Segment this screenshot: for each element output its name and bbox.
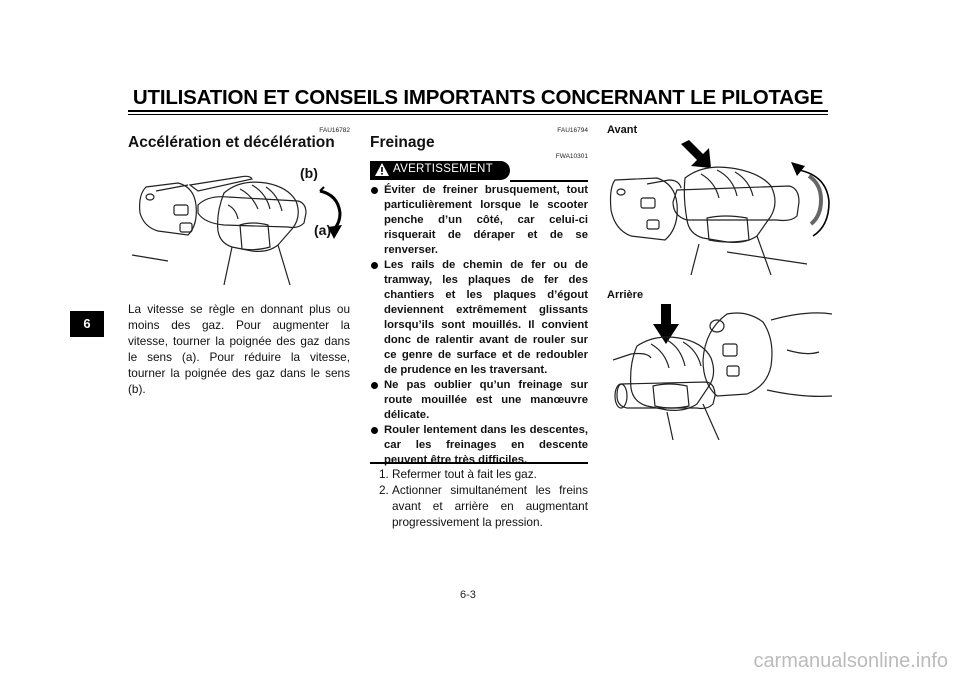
page-number: 6-3 xyxy=(460,589,476,601)
title-rule-thin xyxy=(128,114,828,115)
bullet-icon xyxy=(371,382,378,389)
label-a: (a) xyxy=(314,222,332,238)
warning-item: Les rails de chemin de fer ou de tramway… xyxy=(370,258,588,378)
warning-rule-top xyxy=(510,180,588,182)
label-b: (b) xyxy=(300,165,318,181)
acceleration-text: La vitesse se règle en donnant plus ou m… xyxy=(128,302,350,396)
section-title-acceleration: Accélération et décélération xyxy=(128,134,335,151)
section-title-braking: Freinage xyxy=(370,134,435,151)
page-title: UTILISATION ET CONSEILS IMPORTANTS CONCE… xyxy=(132,86,824,109)
rear-brake-label: Arrière xyxy=(607,289,644,301)
warning-item: Éviter de freiner brusquement, tout part… xyxy=(370,183,588,258)
rear-brake-illustration xyxy=(612,304,832,440)
step-item: 1.Refermer tout à fait les gaz. xyxy=(379,467,537,481)
bullet-icon xyxy=(371,427,378,434)
warning-item: Ne pas oublier qu’un freinage sur route … xyxy=(370,378,588,423)
section-code: FAU16794 xyxy=(557,127,588,134)
warning-label: AVERTISSEMENT xyxy=(393,163,493,175)
warning-banner: AVERTISSEMENT xyxy=(370,161,510,180)
section-code: FAU16782 xyxy=(319,127,350,134)
front-brake-illustration xyxy=(609,140,830,275)
braking-steps: 1.Refermer tout à fait les gaz. 2.Action… xyxy=(370,466,588,530)
warning-list: Éviter de freiner brusquement, tout part… xyxy=(370,183,588,468)
title-rule xyxy=(128,110,828,112)
front-brake-label: Avant xyxy=(607,124,638,136)
throttle-figure: (b) (a) xyxy=(128,165,353,285)
bullet-icon xyxy=(371,262,378,269)
watermark: carmanualsonline.info xyxy=(753,650,948,672)
chapter-tab[interactable]: 6 xyxy=(70,311,104,337)
warning-code: FWA10301 xyxy=(555,153,588,160)
bullet-icon xyxy=(371,187,378,194)
front-brake-figure xyxy=(607,140,832,275)
warning-triangle-icon xyxy=(375,163,389,176)
rear-brake-figure xyxy=(607,300,832,440)
step-item: 2.Actionner simultanément les freins ava… xyxy=(379,483,588,529)
warning-rule-bottom xyxy=(370,462,588,464)
throttle-illustration xyxy=(131,175,342,285)
